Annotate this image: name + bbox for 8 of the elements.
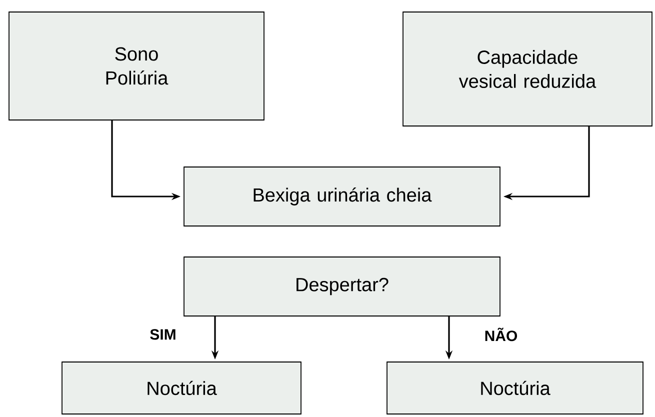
edge-label: NÃO bbox=[485, 328, 518, 342]
process-box: Noctúria bbox=[62, 362, 302, 414]
process-box: Capacidade vesical reduzida bbox=[402, 12, 652, 126]
process-box: Noctúria bbox=[386, 362, 644, 414]
edge-label: SIM bbox=[150, 329, 176, 340]
process-box: Bexiga urinária cheia bbox=[184, 166, 500, 226]
decision-box: Despertar? bbox=[184, 256, 500, 316]
process-box: Sono Poliúria bbox=[8, 12, 264, 120]
